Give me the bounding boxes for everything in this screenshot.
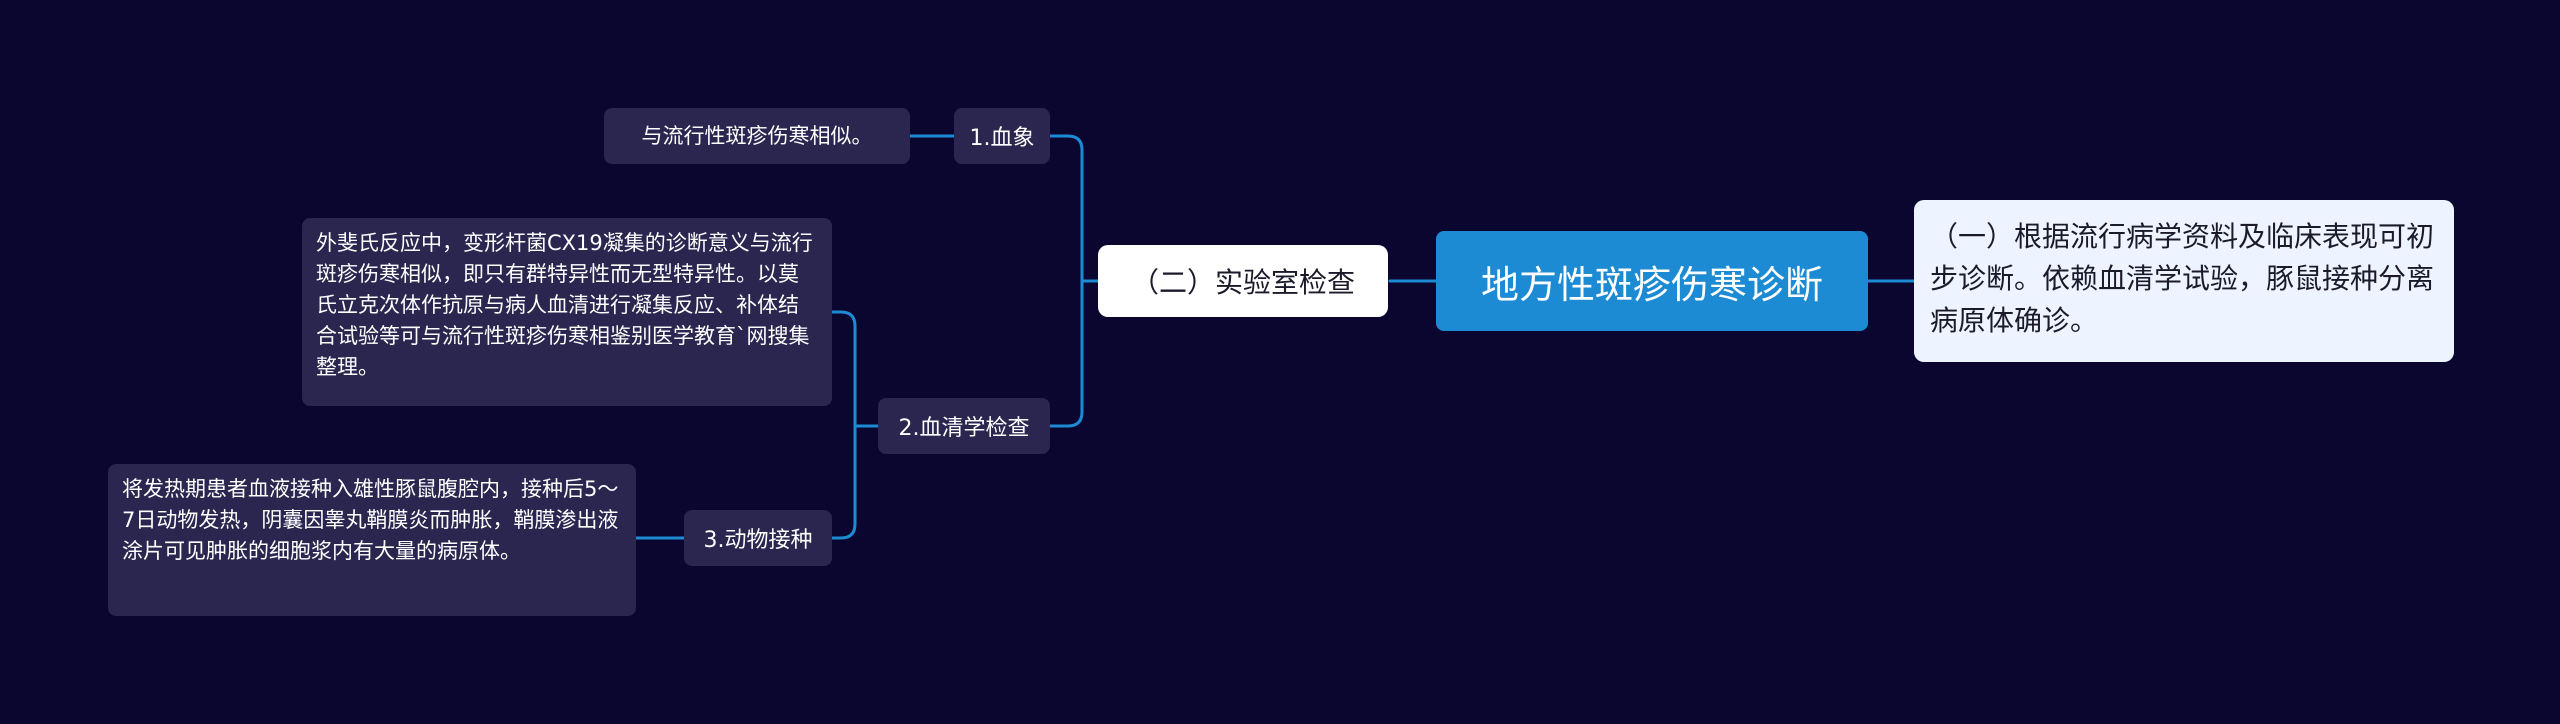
serology-detail-text: 外斐氏反应中，变形杆菌CX19凝集的诊断意义与流行斑疹伤寒相似，即只有群特异性而… <box>316 231 813 379</box>
root-node[interactable]: 地方性斑疹伤寒诊断 <box>1436 231 1868 331</box>
animal-inoculation-label: 3.动物接种 <box>703 528 813 553</box>
blood-count-node[interactable]: 1.血象 <box>954 108 1050 164</box>
lab-test-node[interactable]: （二）实验室检查 <box>1098 245 1388 317</box>
right-branch-note[interactable]: （一）根据流行病学资料及临床表现可初步诊断。依赖血清学试验，豚鼠接种分离病原体确… <box>1914 200 2454 362</box>
blood-count-detail-text: 与流行性斑疹伤寒相似。 <box>641 123 873 148</box>
blood-count-label: 1.血象 <box>969 126 1035 151</box>
lab-test-title: （二）实验室检查 <box>1130 266 1355 299</box>
blood-count-detail[interactable]: 与流行性斑疹伤寒相似。 <box>604 108 910 164</box>
root-title: 地方性斑疹伤寒诊断 <box>1480 262 1823 307</box>
serology-detail[interactable]: 外斐氏反应中，变形杆菌CX19凝集的诊断意义与流行斑疹伤寒相似，即只有群特异性而… <box>302 218 832 406</box>
right-branch-text: （一）根据流行病学资料及临床表现可初步诊断。依赖血清学试验，豚鼠接种分离病原体确… <box>1930 220 2435 337</box>
serology-node[interactable]: 2.血清学检查 <box>878 398 1050 454</box>
animal-inoculation-node[interactable]: 3.动物接种 <box>684 510 832 566</box>
animal-inoculation-detail-text: 将发热期患者血液接种入雄性豚鼠腹腔内，接种后5～7日动物发热，阴囊因睾丸鞘膜炎而… <box>122 477 619 563</box>
serology-label: 2.血清学检查 <box>898 416 1030 441</box>
animal-inoculation-detail[interactable]: 将发热期患者血液接种入雄性豚鼠腹腔内，接种后5～7日动物发热，阴囊因睾丸鞘膜炎而… <box>108 464 636 616</box>
